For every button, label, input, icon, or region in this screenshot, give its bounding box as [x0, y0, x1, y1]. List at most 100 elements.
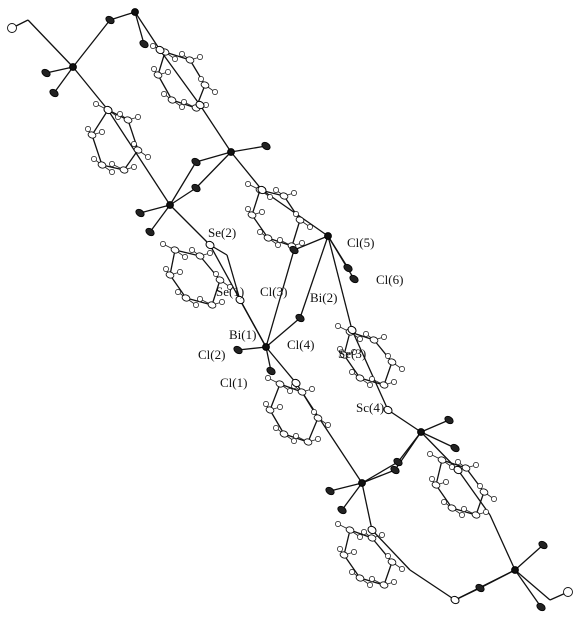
chlorine-atom — [475, 583, 485, 593]
carbon-atom — [431, 481, 441, 489]
bond-15 — [327, 235, 353, 331]
hydrogen-atom — [441, 499, 447, 505]
bond-57 — [239, 299, 267, 348]
bond-39 — [514, 569, 551, 601]
label-se4: Sc(4) — [356, 400, 384, 415]
bond-31 — [265, 317, 301, 348]
bond-17 — [387, 409, 422, 433]
bond-51 — [420, 419, 450, 433]
bond-10 — [134, 11, 161, 51]
bond-8 — [409, 569, 456, 601]
hydrogen-atom — [459, 512, 465, 518]
chlorine-atom — [289, 245, 299, 255]
carbon-atom — [387, 358, 397, 366]
hydrogen-atom — [91, 156, 97, 162]
atom-labels: Se(2) Se(1) Cl(3) Cl(5) Cl(6) Bi(2) Bi(1… — [198, 225, 403, 415]
hydrogen-atom — [337, 346, 343, 352]
atom-layer — [7, 8, 573, 612]
bond-25 — [195, 151, 232, 163]
hydrogen-atom — [197, 296, 203, 302]
bond-44 — [230, 145, 267, 153]
label-se1: Se(1) — [216, 284, 244, 299]
carbon-atom — [153, 71, 163, 79]
carbon-atom — [275, 380, 285, 388]
ring-bond-4-5 — [343, 331, 351, 356]
selenium-atom — [291, 378, 301, 388]
bond-27 — [169, 187, 197, 206]
ring-bond-7-2 — [383, 561, 393, 586]
ring-bond-4-2 — [383, 361, 393, 386]
ring-bond-3-5 — [169, 249, 176, 276]
hydrogen-atom — [193, 302, 199, 308]
selenium-atom — [347, 325, 357, 335]
hydrogen-atom — [357, 336, 363, 342]
hydrogen-atom — [277, 237, 283, 243]
hydrogen-atom — [291, 190, 297, 196]
ring-bond-1-5 — [157, 51, 166, 76]
label-cl6: Cl(6) — [376, 272, 403, 287]
chlorine-atom — [450, 443, 460, 453]
hydrogen-atom — [369, 576, 375, 582]
hydrogen-atom — [367, 382, 373, 388]
hydrogen-atom — [391, 579, 397, 585]
chain-end-atom — [7, 23, 17, 33]
ring-bond-3-2 — [211, 279, 221, 306]
ring-bond-5-4 — [269, 409, 285, 435]
hydrogen-atom — [349, 369, 355, 375]
hydrogen-atom — [307, 224, 313, 230]
carbon-atom — [170, 246, 180, 254]
bond-19 — [457, 469, 491, 516]
hydrogen-atom — [263, 401, 269, 407]
label-se2: Se(2) — [208, 225, 236, 240]
ring-bond-6-2 — [475, 491, 485, 516]
chlorine-atom — [41, 68, 51, 78]
bond-55 — [514, 544, 544, 571]
bond-16 — [351, 329, 389, 411]
chlorine-atom — [233, 345, 243, 355]
carbon-atom — [185, 56, 195, 64]
hydrogen-atom — [325, 422, 331, 428]
hydrogen-atom — [179, 104, 185, 110]
hydrogen-atom — [385, 553, 391, 559]
bond-42 — [53, 66, 74, 94]
bond-13 — [230, 151, 263, 191]
ring-bond-6-5 — [435, 459, 443, 486]
bismuth-atom — [69, 63, 77, 71]
carbon-atom — [471, 511, 481, 519]
hydrogen-atom — [287, 388, 293, 394]
chlorine-atom — [538, 540, 548, 550]
bond-38 — [454, 587, 481, 601]
hydrogen-atom — [477, 483, 483, 489]
hydrogen-atom — [131, 141, 137, 147]
selenium-atom — [155, 45, 165, 55]
carbon-atom — [367, 534, 377, 542]
carbon-atom — [339, 551, 349, 559]
carbon-atom — [297, 388, 307, 396]
bond-35 — [361, 461, 399, 484]
bismuth-atom — [166, 201, 174, 209]
hydrogen-atom — [337, 546, 343, 552]
ring-bond-7-5 — [343, 529, 351, 556]
bismuth-atom — [511, 566, 519, 574]
hydrogen-atom — [351, 549, 357, 555]
bond-11 — [159, 49, 201, 106]
hydrogen-atom — [277, 404, 283, 410]
ring-bond-0-4 — [91, 134, 103, 166]
carbon-atom — [279, 192, 289, 200]
chlorine-atom — [295, 313, 305, 323]
hydrogen-atom — [117, 111, 123, 117]
carbon-atom — [313, 414, 323, 422]
carbon-atom — [133, 146, 143, 154]
ring-bond-0-2 — [123, 149, 139, 171]
bond-20 — [489, 514, 516, 571]
hydrogen-atom — [299, 240, 305, 246]
ring-bond-1-4 — [157, 74, 173, 101]
carbon-atom — [355, 574, 365, 582]
bond-21 — [109, 11, 136, 21]
ring-bond-4-4 — [343, 354, 361, 379]
carbon-atom — [437, 456, 447, 464]
hydrogen-atom — [151, 66, 157, 72]
bond-54 — [341, 482, 363, 511]
hydrogen-atom — [150, 43, 156, 49]
